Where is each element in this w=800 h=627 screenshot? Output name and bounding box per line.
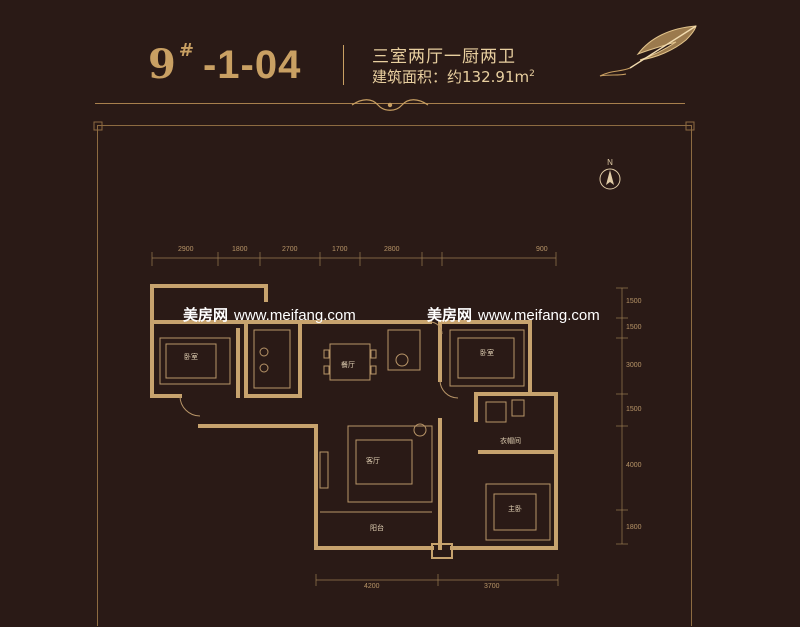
- dim-right-5: 4000: [626, 462, 642, 469]
- unit-code: -1-04: [202, 43, 302, 87]
- furniture: [159, 321, 551, 541]
- watermark: 美房网 www.meifang.com: [427, 304, 600, 325]
- dim-bottom-2: 3700: [484, 583, 500, 590]
- layout-type: 三室两厅一厨两卫: [372, 47, 516, 67]
- unit-mark: #: [178, 40, 195, 61]
- room-living: 客厅: [366, 457, 380, 465]
- dimension-lines: [151, 252, 628, 586]
- unit-building-number: 9: [148, 41, 177, 88]
- dim-right-1: 1500: [626, 298, 642, 305]
- room-closet: 衣帽间: [500, 437, 521, 445]
- dim-bottom-1: 4200: [364, 583, 380, 590]
- watermark-brand: 美房网: [427, 307, 473, 324]
- room-balcony: 阳台: [370, 524, 384, 532]
- north-arrow-icon: [599, 168, 621, 190]
- watermark-url: www.meifang.com: [478, 307, 600, 324]
- frame-corner-right-icon: [685, 121, 695, 131]
- frame-corner-left-icon: [93, 121, 103, 131]
- room-dining: 餐厅: [341, 361, 355, 369]
- dim-top-3: 2700: [282, 246, 298, 253]
- dim-top-6: 900: [536, 246, 548, 253]
- dim-top-1: 2900: [178, 246, 194, 253]
- ornament-flourish-icon: [351, 99, 429, 111]
- watermark: 美房网 www.meifang.com: [183, 304, 356, 325]
- dim-top-2: 1800: [232, 246, 248, 253]
- room-bedroom-left: 卧室: [184, 353, 198, 361]
- compass-label: N: [607, 158, 613, 167]
- dim-top-5: 2800: [384, 246, 400, 253]
- dim-top-4: 1700: [332, 246, 348, 253]
- area-label: 建筑面积：约132.91m: [372, 68, 530, 86]
- feather-quill-icon: [599, 25, 697, 77]
- watermark-brand: 美房网: [183, 307, 229, 324]
- unit-number: 9# -1-04: [148, 40, 301, 88]
- title-divider: [343, 45, 344, 85]
- dim-right-3: 3000: [626, 362, 642, 369]
- balcony-door: [431, 543, 453, 559]
- dim-right-2: 1500: [626, 324, 642, 331]
- walls: [150, 284, 558, 550]
- dim-right-4: 1500: [626, 406, 642, 413]
- dim-right-6: 1800: [626, 524, 642, 531]
- area-unit-sup: 2: [529, 69, 535, 79]
- plan-frame: [97, 125, 692, 626]
- room-bedroom-right: 卧室: [480, 349, 494, 357]
- compass: N: [598, 158, 622, 195]
- watermark-url: www.meifang.com: [234, 307, 356, 324]
- area-text: 建筑面积：约132.91m2: [372, 66, 535, 87]
- room-master-bedroom: 主卧: [508, 505, 522, 513]
